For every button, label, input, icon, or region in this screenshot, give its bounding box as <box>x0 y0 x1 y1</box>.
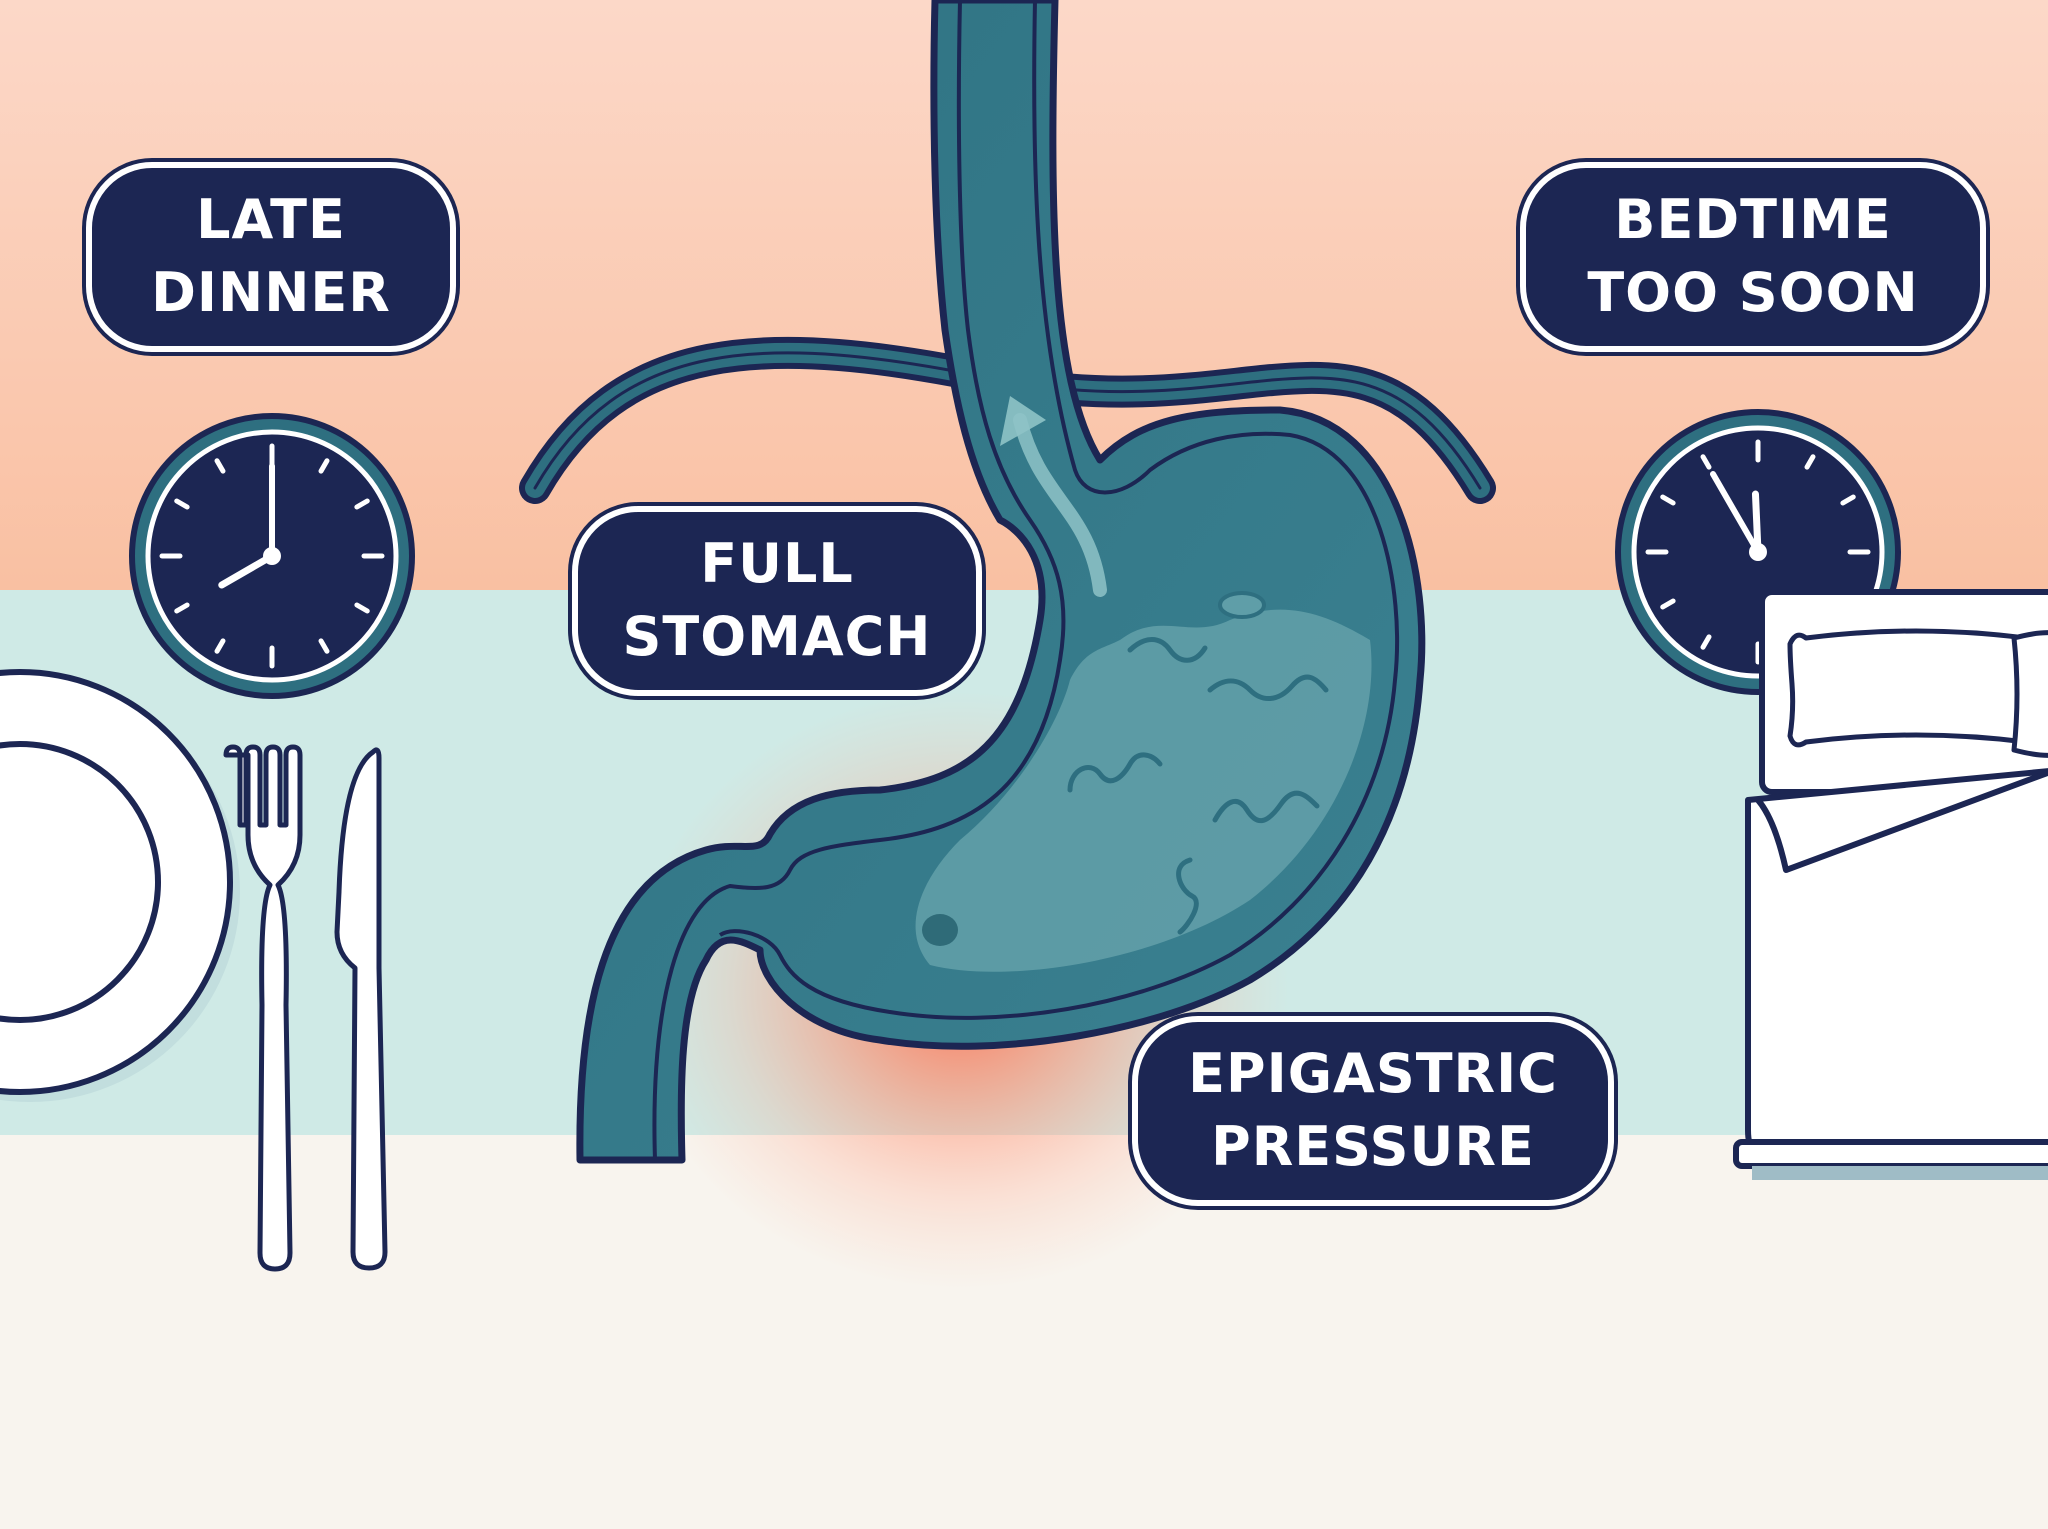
clock-tick <box>1700 454 1712 470</box>
clock-tick <box>174 602 190 614</box>
clock-tick <box>1804 454 1816 470</box>
clock-right-hour-hand <box>1751 490 1762 556</box>
clock-tick <box>354 498 370 510</box>
clock-right-minute-hand <box>1710 471 1761 555</box>
clock-tick <box>1660 598 1676 610</box>
bed-icon <box>1733 589 2048 1180</box>
full-stomach-line2: STOMACH <box>622 605 932 668</box>
full-stomach-line1: FULL <box>700 532 854 596</box>
late-dinner-label: LATE DINNER <box>86 162 456 352</box>
clock-tick <box>1700 634 1712 650</box>
stomach-icon <box>576 0 1426 1164</box>
epigastric-line2: PRESSURE <box>1211 1115 1535 1178</box>
clock-left-icon <box>129 413 415 699</box>
late-dinner-line2: DINNER <box>151 261 391 324</box>
bedtime-line1: BEDTIME <box>1614 188 1892 252</box>
bedtime-label: BEDTIME TOO SOON <box>1520 162 1986 352</box>
clock-tick <box>354 602 370 614</box>
clock-left-hour-hand <box>218 552 276 589</box>
fork-icon <box>223 744 303 1272</box>
clock-tick <box>1840 494 1856 506</box>
epigastric-pressure-label: EPIGASTRIC PRESSURE <box>1132 1016 1614 1206</box>
clock-tick <box>174 498 190 510</box>
clock-tick <box>318 638 330 654</box>
full-stomach-label: FULL STOMACH <box>572 506 982 696</box>
reflux-arrow-icon <box>1013 413 1107 597</box>
bedtime-line2: TOO SOON <box>1587 261 1919 324</box>
clock-tick <box>1660 494 1676 506</box>
late-dinner-line1: LATE <box>196 188 346 252</box>
clock-tick <box>318 458 330 474</box>
plate-icon <box>0 669 240 1102</box>
epigastric-line1: EPIGASTRIC <box>1188 1042 1558 1106</box>
clock-tick <box>214 638 226 654</box>
knife-icon <box>334 747 388 1271</box>
clock-tick <box>214 458 226 474</box>
